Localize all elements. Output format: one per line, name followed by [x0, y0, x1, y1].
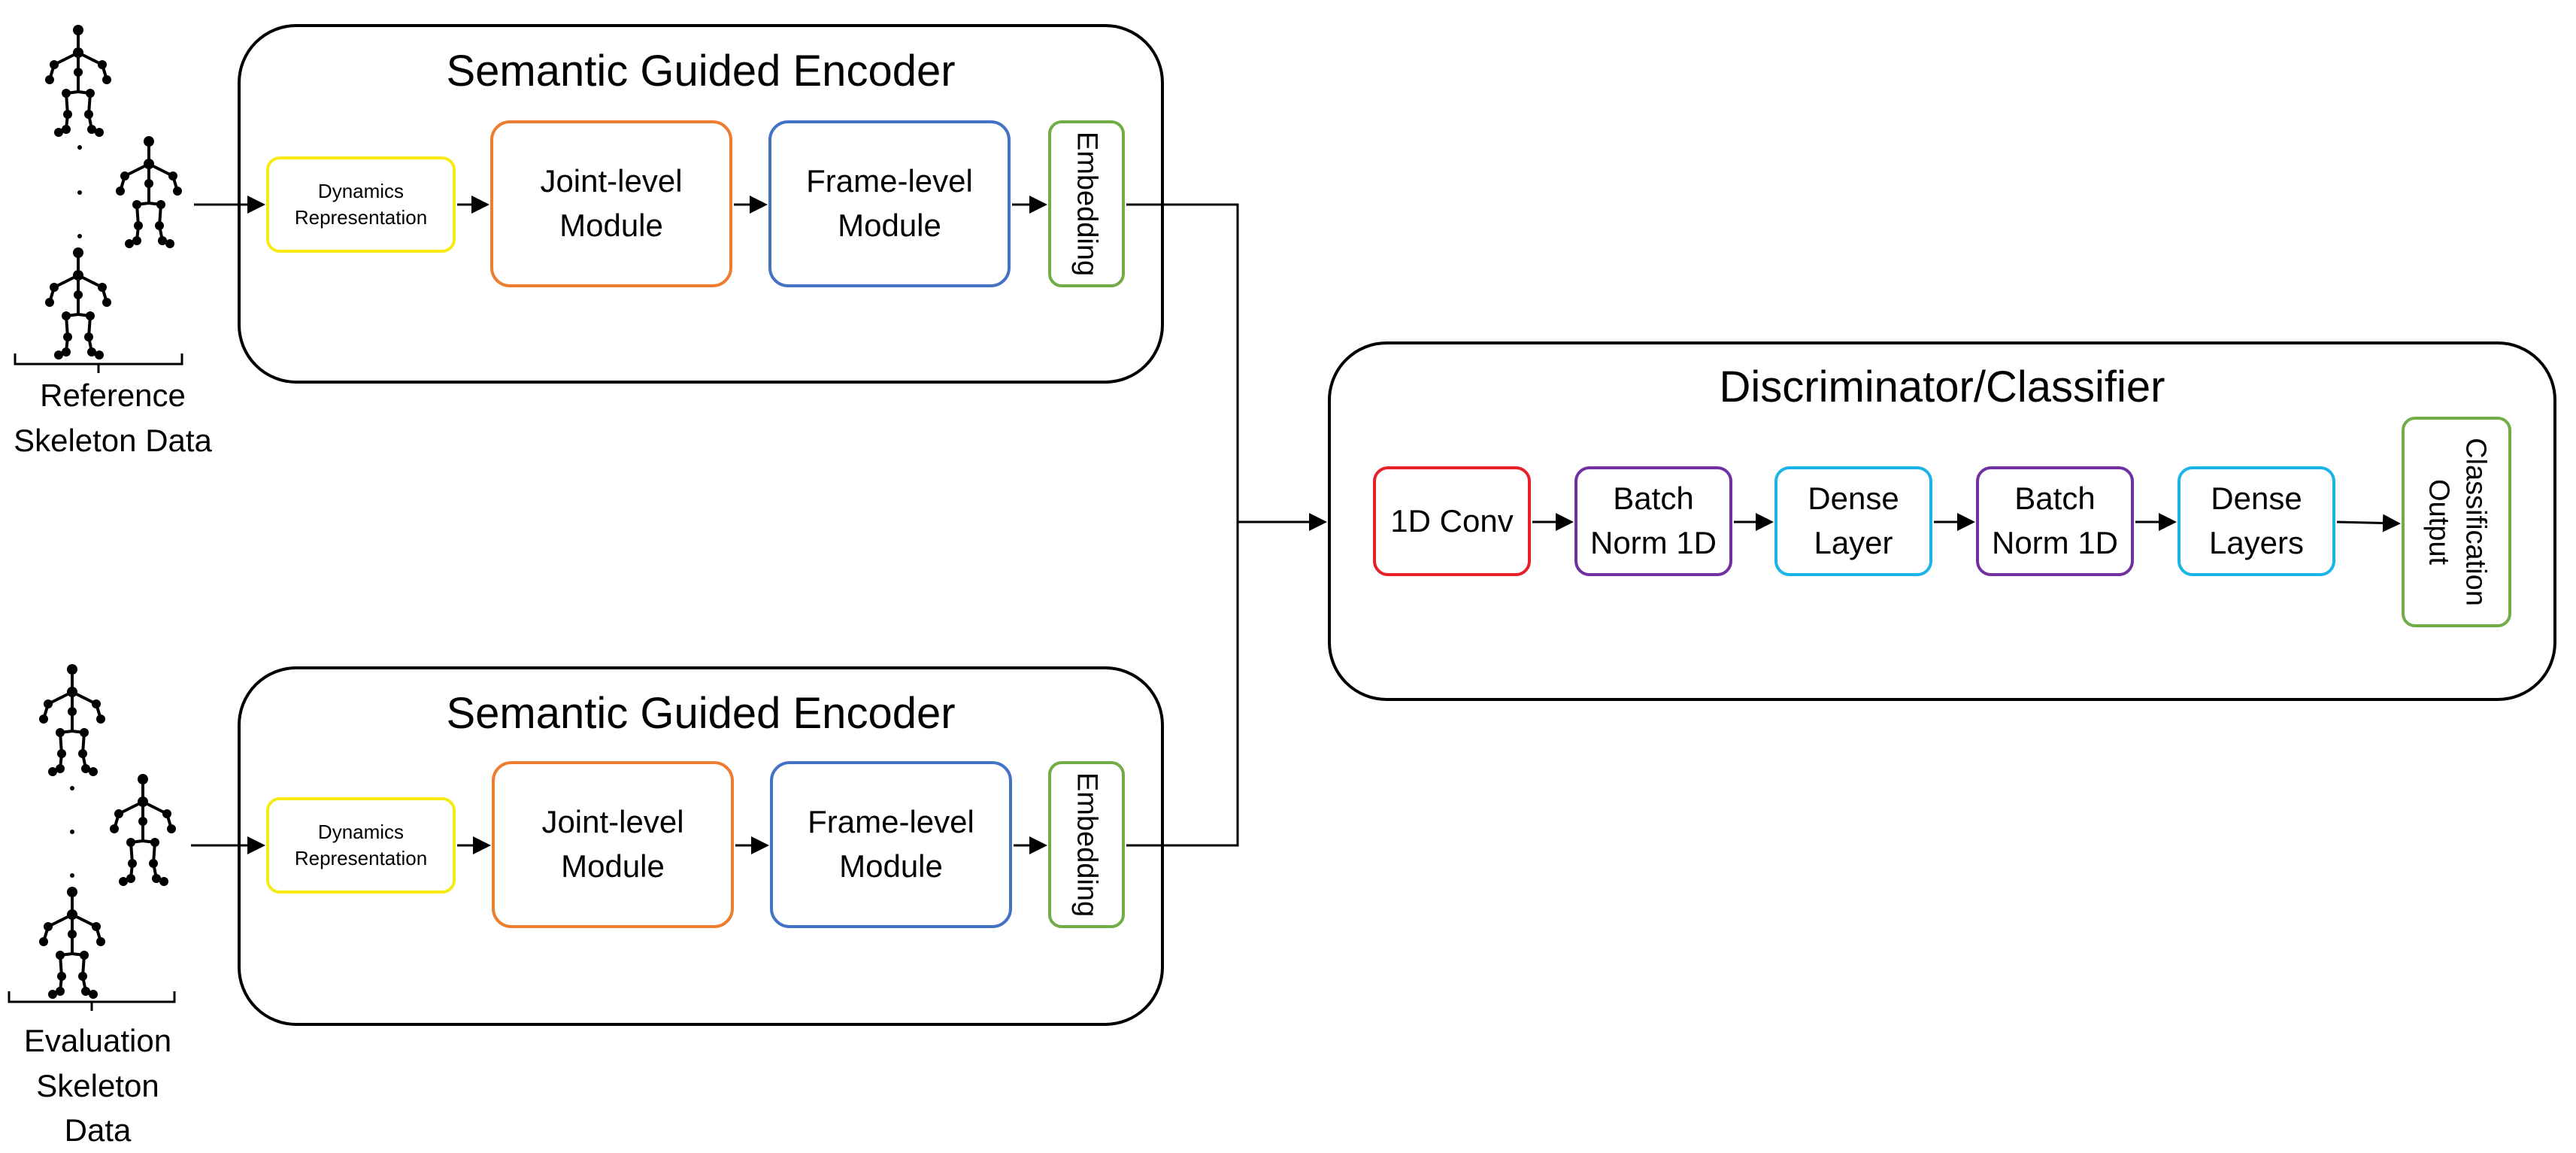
skeleton-figure-icon: [114, 135, 183, 250]
bottom-encoder-title: Semantic Guided Encoder: [446, 689, 956, 738]
top-encoder-title: Semantic Guided Encoder: [446, 47, 956, 96]
skeleton-figure-icon: [44, 246, 113, 361]
batchnorm-2-box: Batch Norm 1D: [1976, 466, 2134, 576]
skeleton-figures: [38, 23, 183, 1000]
top-dynamics-box: Dynamics Representation: [266, 156, 456, 253]
bottom-joint-module-box: Joint-level Module: [492, 761, 734, 928]
brace-icon: [14, 353, 183, 373]
top-embedding-box: Embedding: [1048, 120, 1125, 287]
arrows: [191, 196, 2401, 854]
skeleton-figure-icon: [44, 23, 113, 138]
reference-skeleton-label: Reference Skeleton Data: [14, 378, 212, 458]
arrow-icon: [2336, 514, 2401, 533]
batchnorm-1-box: Batch Norm 1D: [1574, 466, 1732, 576]
merge-line-top: [1126, 203, 1239, 847]
classifier-title: Discriminator/Classifier: [1719, 363, 2165, 411]
skeleton-figure-icon: [108, 772, 177, 888]
skeleton-figure-icon: [38, 663, 107, 778]
bottom-frame-module-box: Frame-level Module: [770, 761, 1012, 928]
conv1d-box: 1D Conv: [1373, 466, 1531, 576]
dense-layers-box: Dense Layers: [2177, 466, 2335, 576]
connector-layer: [8, 23, 2401, 1011]
bottom-embedding-box: Embedding: [1048, 761, 1125, 928]
top-joint-module-box: Joint-level Module: [490, 120, 732, 287]
dense-layer-box: Dense Layer: [1774, 466, 1932, 576]
sequence-dots: [70, 145, 82, 878]
top-frame-module-box: Frame-level Module: [768, 120, 1011, 287]
classification-output-box: Classification Output: [2402, 417, 2511, 627]
brace-icon: [8, 991, 176, 1011]
skeleton-figure-icon: [38, 885, 107, 1000]
architecture-diagram: Semantic Guided Encoder Dynamics Represe…: [8, 23, 2556, 1148]
bottom-dynamics-box: Dynamics Representation: [266, 797, 456, 894]
